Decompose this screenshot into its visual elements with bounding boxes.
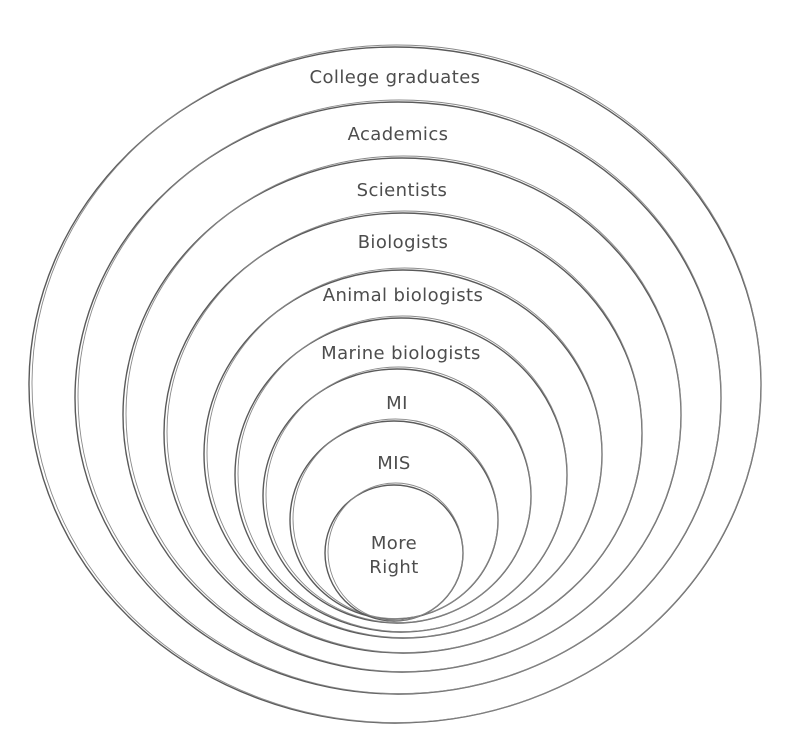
ring-sketch-stroke-college-graduates: [31, 44, 762, 724]
ring-label-line: MIS: [377, 453, 410, 474]
ring-biologists: [163, 210, 643, 654]
ring-label-line: Right: [369, 557, 418, 578]
ring-sketch-stroke-academics: [77, 99, 722, 695]
ring-sketch-stroke-mis: [292, 418, 499, 620]
ring-label-line: Academics: [348, 124, 449, 145]
ring-label-biologists: Biologists: [358, 232, 449, 253]
ring-label-line: Marine biologists: [321, 343, 481, 364]
ring-label-line: Biologists: [358, 232, 449, 253]
ring-mis: [289, 418, 499, 620]
ring-outline-mis: [289, 420, 499, 620]
ring-label-scientists: Scientists: [357, 180, 448, 201]
ring-sketch-stroke-biologists: [166, 210, 643, 654]
ring-sketch-stroke-mi: [265, 366, 532, 624]
rings-layer: [28, 44, 762, 724]
ring-outline-marine-biologists: [234, 317, 568, 633]
ring-college-graduates: [28, 44, 762, 724]
ring-sketch-stroke-animal-biologists: [206, 267, 603, 639]
ring-mi: [262, 366, 532, 624]
ring-label-mis: MIS: [377, 453, 410, 474]
ring-label-mi: MI: [386, 393, 408, 414]
ring-sketch-stroke-marine-biologists: [237, 315, 568, 633]
ring-label-line: Scientists: [357, 180, 448, 201]
ring-label-academics: Academics: [348, 124, 449, 145]
ring-label-marine-biologists: Marine biologists: [321, 343, 481, 364]
ring-more-right: [324, 482, 464, 622]
ring-scientists: [122, 155, 682, 673]
ring-animal-biologists: [203, 267, 603, 639]
ring-label-line: College graduates: [310, 67, 481, 88]
ring-label-line: More: [371, 533, 417, 554]
ring-label-college-graduates: College graduates: [310, 67, 481, 88]
ring-sketch-stroke-scientists: [125, 155, 682, 673]
ring-label-line: Animal biologists: [323, 285, 484, 306]
ring-marine-biologists: [234, 315, 568, 633]
labels-layer: College graduatesAcademicsScientistsBiol…: [310, 67, 484, 578]
ring-sketch-stroke-more-right: [327, 482, 464, 622]
ring-academics: [74, 99, 722, 695]
ring-label-line: MI: [386, 393, 408, 414]
ring-label-animal-biologists: Animal biologists: [323, 285, 484, 306]
